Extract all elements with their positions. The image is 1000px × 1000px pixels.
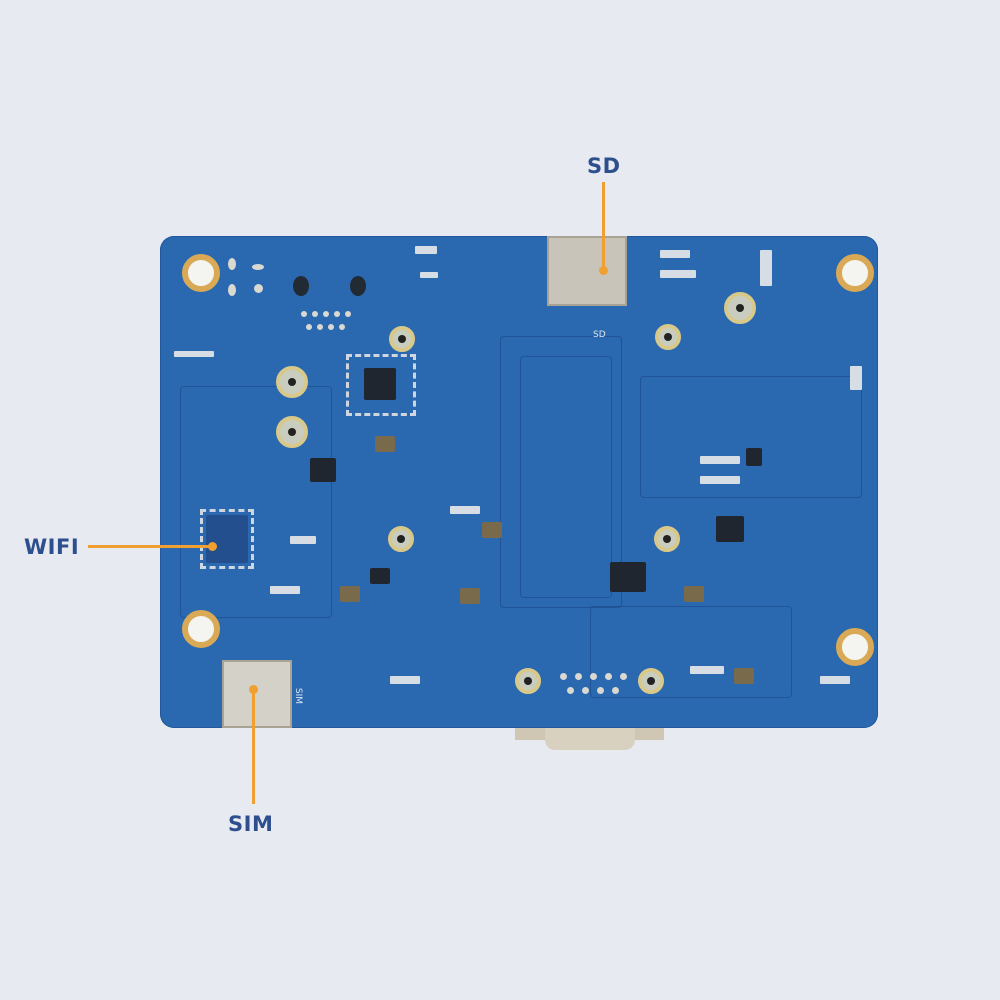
callout-label-sd: SD [587, 154, 621, 178]
inductor [734, 668, 754, 684]
mounting-hole [182, 254, 220, 292]
inductor [340, 586, 360, 602]
smd-component [850, 366, 862, 390]
inductor [684, 586, 704, 602]
component-pad [301, 311, 307, 317]
smd-component [390, 676, 420, 684]
component-pad [228, 258, 236, 270]
callout-label-wifi: WIFI [24, 535, 80, 559]
sd-card-slot [547, 236, 627, 306]
leader-line-sim [252, 690, 255, 804]
ic-chip [746, 448, 762, 466]
db9-pin [582, 687, 589, 694]
component-pad [312, 311, 318, 317]
mounting-hole [836, 628, 874, 666]
standoff-via [654, 526, 680, 552]
smd-component [450, 506, 480, 514]
ic-chip [310, 458, 336, 482]
ic-chip [364, 368, 396, 400]
standoff-via [388, 526, 414, 552]
trace-region [640, 376, 862, 498]
component-pad [345, 311, 351, 317]
db9-serial-connector [545, 728, 635, 750]
db9-flange [628, 728, 664, 740]
component-pad [254, 284, 263, 293]
standoff-via [276, 366, 308, 398]
mounting-hole [836, 254, 874, 292]
component-pad [328, 324, 334, 330]
smd-component [760, 250, 772, 286]
wifi-module [206, 515, 248, 563]
inductor [375, 436, 395, 452]
smd-component [690, 666, 724, 674]
standoff-via [515, 668, 541, 694]
smd-component [270, 586, 300, 594]
smd-component [174, 351, 214, 357]
ic-chip [370, 568, 390, 584]
db9-pin [575, 673, 582, 680]
component-pad [317, 324, 323, 330]
db9-pin [567, 687, 574, 694]
component-pad [350, 276, 366, 296]
smd-component [420, 272, 438, 278]
component-pad [339, 324, 345, 330]
trace-bundle [500, 336, 622, 608]
component-pad [306, 324, 312, 330]
mounting-hole [182, 610, 220, 648]
standoff-via [655, 324, 681, 350]
standoff-via [724, 292, 756, 324]
sim-card-slot [222, 660, 292, 728]
standoff-via [276, 416, 308, 448]
component-pad [323, 311, 329, 317]
pcb-board: SD SIM [160, 236, 878, 728]
component-pad [252, 264, 264, 270]
smd-component [290, 536, 316, 544]
smd-component [700, 456, 740, 464]
inductor [482, 522, 502, 538]
standoff-via [389, 326, 415, 352]
db9-pin [620, 673, 627, 680]
leader-dot-sd [599, 266, 608, 275]
smd-component [700, 476, 740, 484]
leader-dot-wifi [208, 542, 217, 551]
inductor [460, 588, 480, 604]
leader-dot-sim [249, 685, 258, 694]
leader-line-wifi [88, 545, 212, 548]
trace-bundle [520, 356, 612, 598]
leader-line-sd [602, 182, 605, 272]
db9-pin [560, 673, 567, 680]
smd-component [660, 270, 696, 278]
silkscreen-sim: SIM [293, 687, 304, 705]
db9-pin [605, 673, 612, 680]
db9-pin [597, 687, 604, 694]
trace-region [180, 386, 332, 618]
smd-component [660, 250, 690, 258]
smd-component [415, 246, 437, 254]
component-pad [293, 276, 309, 296]
db9-pin [612, 687, 619, 694]
silkscreen-sd: SD [593, 330, 606, 340]
db9-pin [590, 673, 597, 680]
wifi-chip-outline [200, 509, 254, 569]
trace-region [590, 606, 792, 698]
ic-chip [610, 562, 646, 592]
component-pad [334, 311, 340, 317]
standoff-via [638, 668, 664, 694]
component-pad [228, 284, 236, 296]
smd-component [820, 676, 850, 684]
callout-label-sim: SIM [228, 812, 274, 836]
chip-outline [346, 354, 416, 416]
db9-flange [515, 728, 551, 740]
ic-chip [716, 516, 744, 542]
